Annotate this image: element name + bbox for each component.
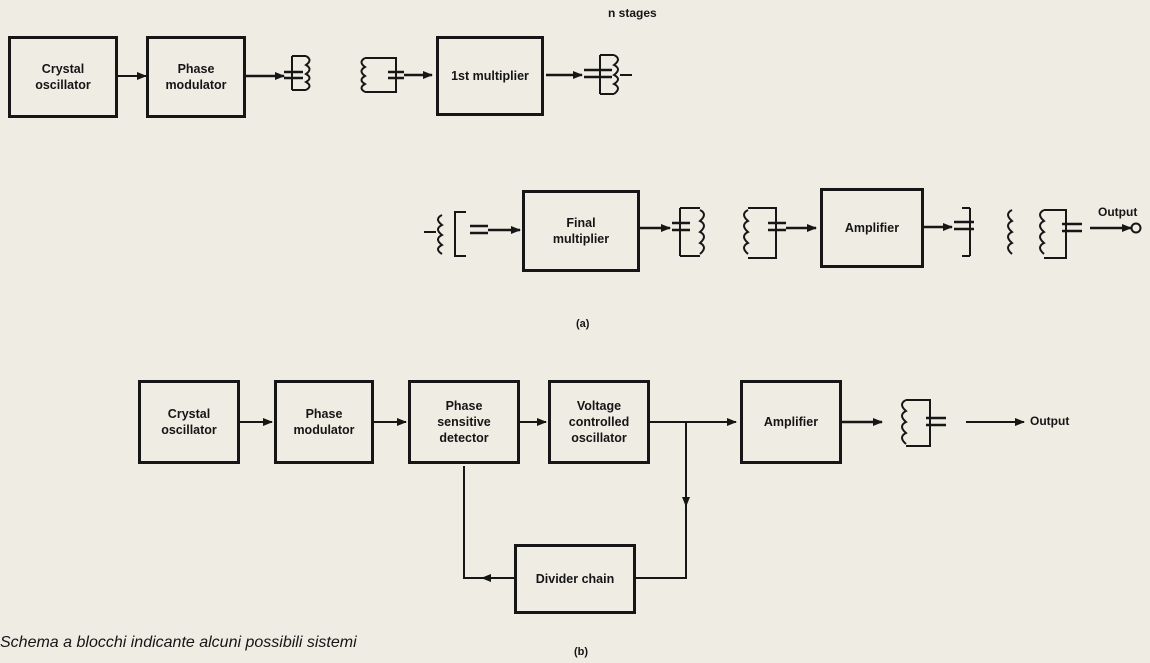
block-b-phase-modulator-line1: Phase bbox=[305, 407, 343, 421]
block-b-vco: Voltage controlled oscillator bbox=[548, 380, 650, 464]
block-b-vco-line1: Voltage bbox=[576, 399, 622, 413]
block-a-final-multiplier-line2: multiplier bbox=[552, 232, 610, 246]
block-b-phase-sensitive-detector: Phase sensitive detector bbox=[408, 380, 520, 464]
tuned-circuit-a8 bbox=[1039, 209, 1142, 259]
block-a-crystal-oscillator-line1: Crystal bbox=[41, 62, 85, 76]
block-a-first-multiplier: 1st multiplier bbox=[436, 36, 544, 116]
block-b-crystal-oscillator-line1: Crystal bbox=[167, 407, 211, 421]
block-b-amplifier-label: Amplifier bbox=[763, 415, 819, 429]
block-b-phase-modulator: Phase modulator bbox=[274, 380, 374, 464]
output-label-a: Output bbox=[1098, 205, 1138, 219]
block-a-phase-modulator-line2: modulator bbox=[165, 78, 227, 92]
block-a-final-multiplier: Final multiplier bbox=[522, 190, 640, 272]
tuned-circuit-a5 bbox=[672, 207, 705, 257]
figure-caption: Schema a blocchi indicante alcuni possib… bbox=[0, 634, 357, 651]
tuned-circuit-a7 bbox=[954, 207, 1014, 257]
tuned-circuit-a2 bbox=[360, 57, 433, 93]
tuned-circuit-a3 bbox=[584, 54, 632, 95]
block-a-phase-modulator: Phase modulator bbox=[146, 36, 246, 118]
block-a-phase-modulator-line1: Phase bbox=[177, 62, 215, 76]
block-b-divider-chain-label: Divider chain bbox=[535, 572, 615, 586]
block-b-vco-line3: oscillator bbox=[571, 431, 627, 445]
block-a-amplifier: Amplifier bbox=[820, 188, 924, 268]
block-b-amplifier: Amplifier bbox=[740, 380, 842, 464]
block-a-crystal-oscillator: Crystal oscillator bbox=[8, 36, 118, 118]
block-b-vco-line2: controlled bbox=[568, 415, 630, 429]
tuned-circuit-a1 bbox=[284, 55, 311, 91]
output-label-b: Output bbox=[1030, 414, 1070, 428]
diagram-b-label: (b) bbox=[574, 646, 589, 658]
block-a-final-multiplier-line1: Final bbox=[566, 216, 596, 230]
block-b-psd-line2: sensitive bbox=[437, 415, 491, 429]
block-b-crystal-oscillator-line2: oscillator bbox=[161, 423, 217, 437]
block-b-phase-modulator-line2: modulator bbox=[293, 423, 355, 437]
block-b-psd-line3: detector bbox=[439, 431, 489, 445]
block-b-psd-line1: Phase bbox=[445, 399, 483, 413]
n-stages-label: n stages bbox=[608, 6, 657, 20]
tuned-circuit-b1 bbox=[901, 399, 1025, 447]
block-b-divider-chain: Divider chain bbox=[514, 544, 636, 614]
tuned-circuit-a6 bbox=[743, 207, 817, 259]
diagram-a-label: (a) bbox=[576, 318, 590, 330]
wire-b-divider-out bbox=[463, 466, 514, 579]
wire-b-feedback-down bbox=[636, 422, 687, 579]
block-a-amplifier-label: Amplifier bbox=[844, 221, 900, 235]
block-a-first-multiplier-label: 1st multiplier bbox=[451, 69, 529, 83]
block-b-crystal-oscillator: Crystal oscillator bbox=[138, 380, 240, 464]
block-a-crystal-oscillator-line2: oscillator bbox=[35, 78, 91, 92]
tuned-circuit-a4 bbox=[424, 211, 521, 257]
